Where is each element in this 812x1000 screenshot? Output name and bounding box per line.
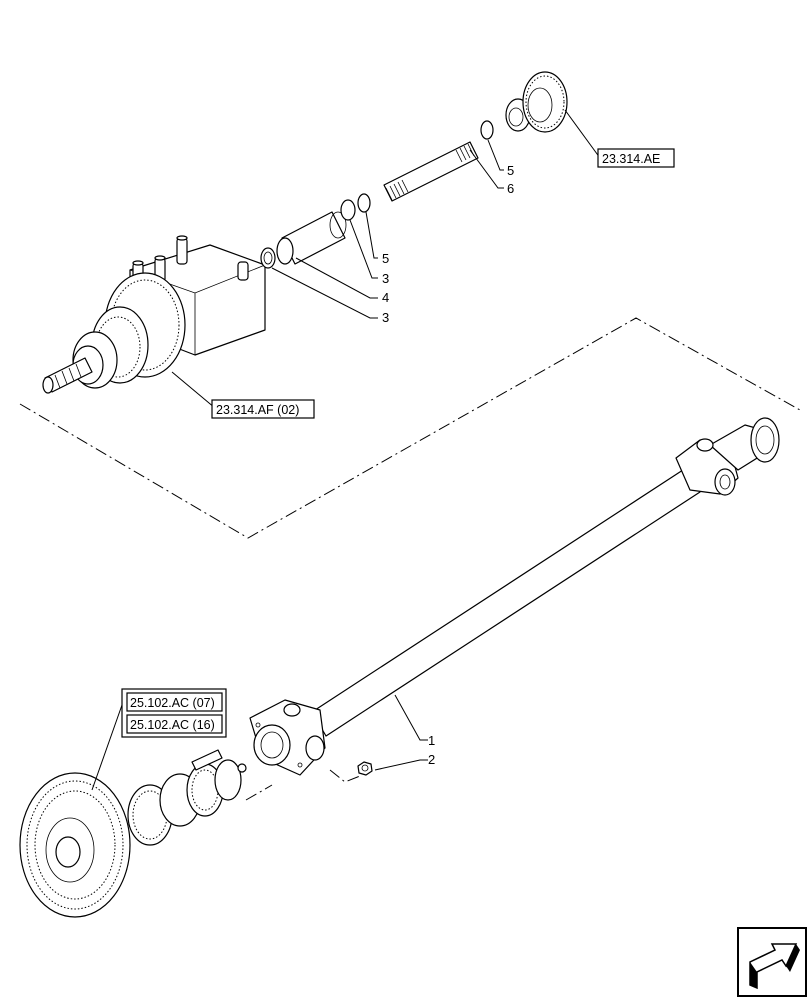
callout-4: 4 (382, 290, 389, 305)
callout-1: 1 (428, 733, 435, 748)
callout-5-right: 5 (507, 163, 514, 178)
ref-af-label: 23.314.AF (02) (216, 403, 299, 417)
nut (357, 761, 373, 776)
leader-ae (564, 109, 601, 159)
lower-assembly-boundary (329, 769, 361, 783)
ref-ac-16-label: 25.102.AC (16) (130, 718, 215, 732)
leader-ac (91, 704, 123, 791)
ref-ac-07-label: 25.102.AC (07) (130, 696, 215, 710)
callout-5-left: 5 (382, 251, 389, 266)
ref-box-ac-07 (126, 692, 223, 712)
ref-box-ac-16 (126, 714, 223, 734)
assembly-boundary (19, 317, 801, 539)
callout-2: 2 (428, 752, 435, 767)
ref-box-af (211, 399, 315, 419)
leader-af (171, 371, 216, 409)
callout-6: 6 (507, 181, 514, 196)
drive-shaft-upper (260, 71, 568, 269)
propeller-shaft (249, 417, 780, 776)
lower-dash-line (245, 784, 273, 801)
ref-ae-label: 23.314.AE (602, 152, 660, 166)
callout-3-lower: 3 (382, 310, 389, 325)
axle-housing (42, 235, 266, 394)
bevel-gear-set (19, 749, 247, 918)
ref-box-ae (597, 148, 675, 168)
callout-3-upper: 3 (382, 271, 389, 286)
next-page-arrow-icon[interactable] (737, 927, 807, 997)
